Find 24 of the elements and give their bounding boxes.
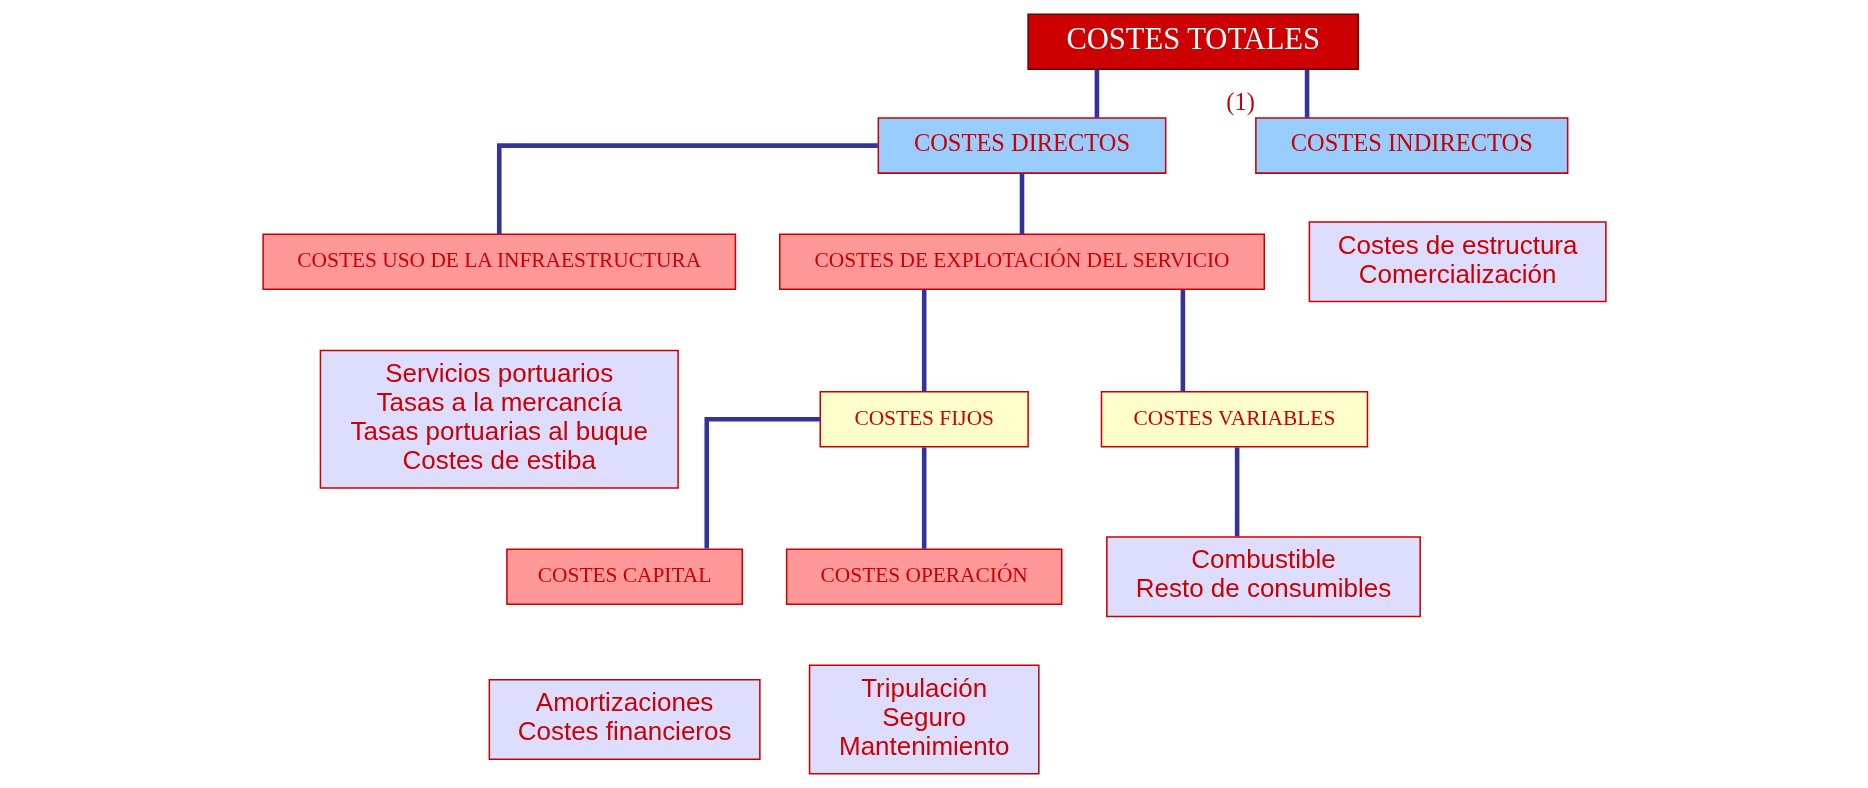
node-box: COSTES INDIRECTOS <box>1254 117 1568 174</box>
node-box: COSTES DE EXPLOTACIÓN DEL SERVICIO <box>778 233 1265 291</box>
node-box: Costes de estructura Comercialización <box>1308 221 1607 303</box>
node-box: Amortizaciones Costes financieros <box>488 679 761 761</box>
connector <box>496 143 878 235</box>
connector <box>1019 173 1024 235</box>
node-box: COSTES FIJOS <box>819 390 1029 448</box>
connector <box>1094 69 1099 118</box>
connector <box>921 289 926 392</box>
node-label: (1) <box>1225 88 1255 116</box>
connector <box>1180 289 1185 392</box>
node-box: Combustible Resto de consumibles <box>1105 536 1421 618</box>
node-box: Servicios portuarios Tasas a la mercancía Tasas portuarias al buque Costes de estiba <box>319 349 679 489</box>
connector <box>921 447 926 549</box>
node-box: Tripulación Seguro Mantenimiento <box>808 664 1040 775</box>
connector <box>1234 447 1239 537</box>
connector <box>1304 69 1309 118</box>
node-box: COSTES OPERACIÓN <box>785 548 1062 605</box>
node-box: COSTES USO DE LA INFRAESTRUCTURA <box>261 233 736 291</box>
connector <box>703 416 820 549</box>
node-box: COSTES TOTALES <box>1026 13 1359 70</box>
node-box: COSTES CAPITAL <box>505 548 743 605</box>
node-box: COSTES VARIABLES <box>1100 390 1368 448</box>
node-box: COSTES DIRECTOS <box>877 117 1166 174</box>
